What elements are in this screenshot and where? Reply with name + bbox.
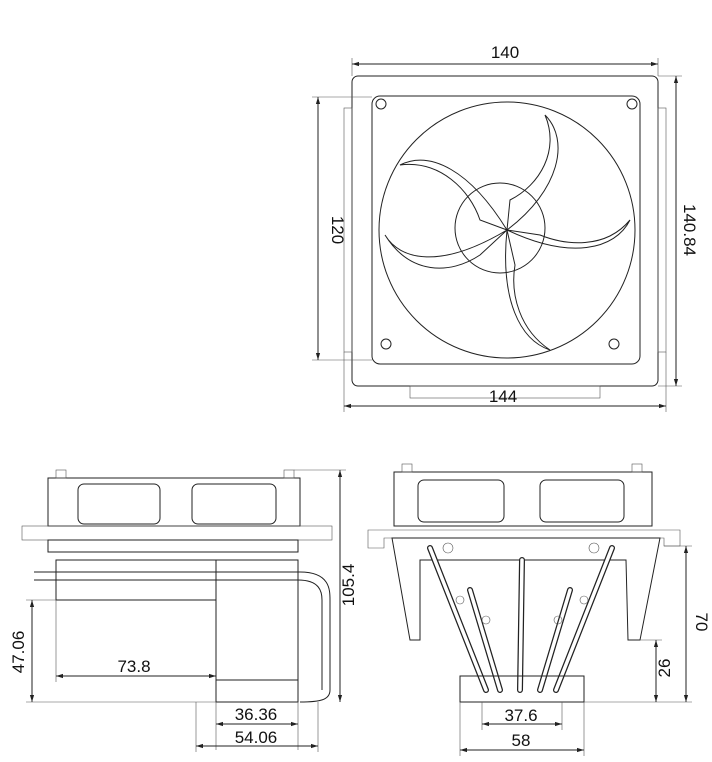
dim-73-8: 73.8 (117, 657, 150, 676)
dim-47-06: 47.06 (9, 631, 28, 674)
dim-54-06: 54.06 (235, 728, 278, 747)
dim-144: 144 (489, 387, 517, 406)
dim-58: 58 (512, 731, 531, 750)
dim-36-36: 36.36 (235, 705, 278, 724)
screw-holes (375, 98, 638, 350)
dim-70: 70 (692, 613, 711, 632)
fan-hub (454, 182, 546, 274)
mount-clip-right (657, 107, 667, 353)
front-fan-blade-left (417, 479, 505, 523)
mount-clip-left (343, 107, 353, 353)
front-view: 70 26 37.6 58 (367, 463, 711, 756)
dim-105-4: 105.4 (339, 564, 358, 607)
front-base-block (459, 675, 585, 703)
dim-120: 120 (328, 216, 347, 244)
front-fan-frame (393, 471, 653, 527)
front-fan-blade-right (539, 479, 625, 523)
fan-frame-inner (371, 95, 641, 365)
side-top-bar (47, 539, 299, 553)
side-fan-frame (47, 477, 301, 527)
dim-26: 26 (655, 659, 674, 678)
side-fins-lower (215, 559, 299, 681)
side-view: 105.4 47.06 73.8 36.36 54.06 (9, 469, 358, 752)
heatpipe-ends (409, 385, 601, 399)
dim-140: 140 (491, 43, 519, 62)
side-mount-plate (21, 525, 333, 541)
fan-blades (384, 114, 631, 351)
top-view: 140 144 120 140.84 (312, 43, 699, 412)
front-mount-plate (367, 529, 681, 549)
side-base-block (215, 679, 299, 703)
side-fan-blade-left (77, 483, 161, 525)
dim-37-6: 37.6 (504, 706, 537, 725)
front-screw-holes (442, 542, 600, 625)
front-fin-stack (391, 537, 661, 641)
fan-opening (378, 101, 636, 359)
side-heatpipe (34, 571, 331, 703)
dim-140-84: 140.84 (680, 204, 699, 256)
side-fan-blade-right (191, 483, 277, 525)
